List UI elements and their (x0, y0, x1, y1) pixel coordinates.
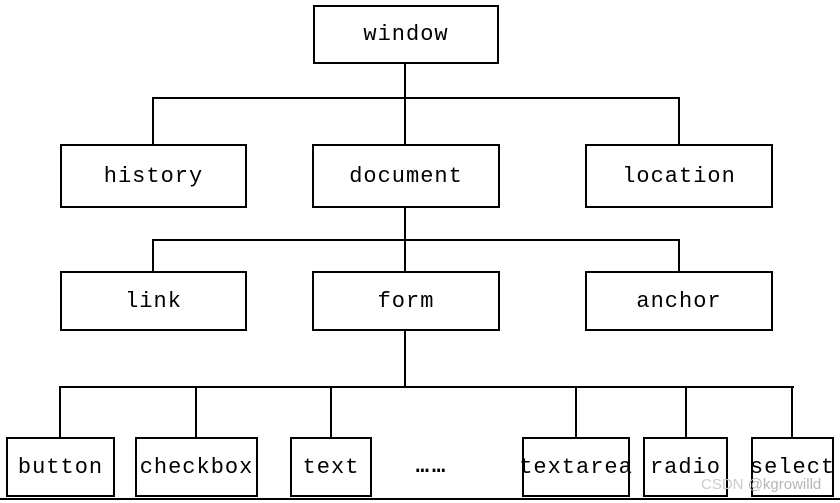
node-textarea: textarea (519, 437, 632, 497)
ellipsis-more-nodes: …… (415, 453, 449, 479)
connector-bus-level3 (152, 239, 680, 241)
connector-window-to-bus1 (404, 64, 406, 144)
connector-bus3-to-checkbox (195, 386, 197, 437)
connector-bus3-to-radio (685, 386, 687, 437)
connector-bus-level2 (152, 97, 680, 99)
node-history: history (60, 144, 247, 208)
node-location: location (585, 144, 773, 208)
node-checkbox: checkbox (135, 437, 258, 497)
connector-form-to-bus3 (404, 331, 406, 388)
connector-bus3-to-select (791, 386, 793, 437)
node-select: select (750, 437, 834, 497)
node-radio: radio (643, 437, 728, 497)
connector-bus1-to-location (678, 97, 680, 144)
node-anchor: anchor (585, 271, 773, 331)
image-bottom-border (0, 498, 840, 500)
connector-bus3-to-text (330, 386, 332, 437)
connector-bus2-to-anchor (678, 239, 680, 271)
node-button: button (6, 437, 115, 497)
node-document: document (312, 144, 500, 208)
connector-bus3-to-textarea (575, 386, 577, 437)
node-form: form (312, 271, 500, 331)
connector-bus2-to-link (152, 239, 154, 271)
node-window: window (313, 5, 499, 64)
node-link: link (60, 271, 247, 331)
watermark-brand: CSDN (701, 476, 744, 493)
node-text: text (290, 437, 372, 497)
watermark-username: @kgrowilld (747, 476, 822, 493)
connector-bus-level4 (59, 386, 794, 388)
connector-bus3-to-button (59, 386, 61, 437)
watermark: CSDN @kgrowilld (701, 476, 821, 493)
connector-bus1-to-history (152, 97, 154, 144)
